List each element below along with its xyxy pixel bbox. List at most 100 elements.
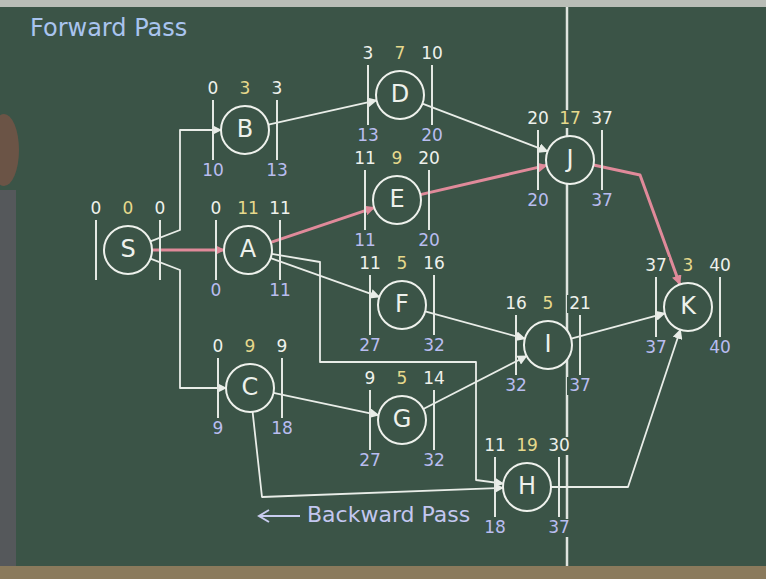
precedence-arrow [268, 100, 376, 124]
critical-path-arrow [594, 165, 680, 284]
latest-start: 32 [503, 377, 529, 395]
latest-start: 37 [643, 339, 669, 357]
latest-finish: 37 [567, 377, 593, 395]
chalk-divider [566, 7, 569, 566]
duration-number: 3 [681, 257, 696, 275]
event-circle [221, 106, 269, 154]
duration-number: 3 [238, 80, 253, 98]
event-circle [376, 71, 424, 119]
time-bar [217, 358, 219, 418]
latest-finish: 11 [267, 282, 293, 300]
earliest-start: 11 [482, 437, 508, 455]
earliest-finish: 11 [267, 200, 293, 218]
latest-finish: 37 [546, 519, 572, 537]
earliest-finish: 37 [589, 110, 615, 128]
duration-number: 0 [121, 200, 136, 218]
duration-number: 5 [395, 255, 410, 273]
event-node: B3031013 [185, 75, 305, 185]
time-bar [369, 390, 371, 450]
critical-path-arrow [152, 249, 224, 252]
time-bar [212, 100, 214, 160]
earliest-finish: 40 [707, 257, 733, 275]
earliest-finish: 14 [421, 370, 447, 388]
earliest-start: 0 [206, 80, 221, 98]
event-circle [664, 283, 712, 331]
event-node: I516213237 [488, 290, 608, 400]
latest-start: 13 [355, 127, 381, 145]
event-letter: D [389, 82, 411, 107]
latest-start: 18 [482, 519, 508, 537]
latest-start: 0 [209, 282, 224, 300]
board-title: Forward Pass [28, 16, 189, 41]
earliest-finish: 3 [270, 80, 285, 98]
event-circle [503, 463, 551, 511]
lecturer-body [0, 190, 16, 566]
earliest-start: 0 [209, 200, 224, 218]
duration-number: 5 [395, 370, 410, 388]
event-letter: F [393, 292, 411, 317]
earliest-finish: 21 [567, 295, 593, 313]
time-bar [433, 390, 435, 450]
earliest-start: 11 [352, 150, 378, 168]
event-letter: S [118, 237, 137, 262]
precedence-arrow [274, 393, 379, 415]
duration-number: 11 [235, 200, 261, 218]
event-circle [224, 226, 272, 274]
event-letter: C [240, 375, 261, 400]
duration-number: 9 [243, 338, 258, 356]
event-node: A11011011 [188, 195, 308, 305]
precedence-arrow [272, 254, 504, 484]
event-node: S000 [68, 195, 188, 305]
earliest-start: 3 [361, 45, 376, 63]
latest-finish: 20 [416, 232, 442, 250]
precedence-arrow [425, 311, 525, 338]
event-node: H1911301837 [467, 432, 587, 542]
earliest-finish: 10 [419, 45, 445, 63]
latest-finish: 13 [264, 162, 290, 180]
latest-start: 20 [525, 192, 551, 210]
latest-finish: 37 [589, 192, 615, 210]
earliest-finish: 30 [546, 437, 572, 455]
latest-start: 9 [211, 420, 226, 438]
time-bar [428, 170, 430, 230]
duration-number: 17 [557, 110, 583, 128]
earliest-finish: 20 [416, 150, 442, 168]
time-bar [279, 220, 281, 280]
event-letter: B [235, 117, 255, 142]
earliest-finish: 0 [153, 200, 168, 218]
latest-start: 27 [357, 337, 383, 355]
lecturer-head [0, 114, 19, 186]
event-node: G59142732 [342, 365, 462, 475]
latest-finish: 32 [421, 452, 447, 470]
time-bar [655, 277, 657, 337]
event-node: F511162732 [342, 250, 462, 360]
event-letter: J [564, 147, 575, 172]
event-node: C909918 [190, 333, 310, 443]
event-node: J1720372037 [510, 105, 630, 215]
earliest-start: 0 [211, 338, 226, 356]
time-bar [433, 275, 435, 335]
time-bar [579, 315, 581, 375]
earliest-finish: 9 [275, 338, 290, 356]
earliest-start: 9 [363, 370, 378, 388]
critical-path-arrow [420, 165, 546, 194]
event-letter: E [387, 187, 406, 212]
latest-finish: 20 [419, 127, 445, 145]
duration-number: 7 [393, 45, 408, 63]
precedence-arrow [150, 259, 226, 388]
event-node: D 73 10 13 20 [340, 40, 460, 150]
latest-start: 11 [352, 232, 378, 250]
pass-label: Backward Pass [305, 503, 472, 526]
time-bar [515, 315, 517, 375]
chalk-ledge [0, 566, 766, 579]
earliest-start: 37 [643, 257, 669, 275]
backward-arrow-head [259, 510, 269, 522]
event-letter: K [678, 294, 698, 319]
latest-start: 10 [200, 162, 226, 180]
time-bar [281, 358, 283, 418]
event-circle [226, 364, 274, 412]
event-node: E911201120 [337, 145, 457, 255]
event-circle [373, 176, 421, 224]
time-bar [159, 220, 161, 280]
